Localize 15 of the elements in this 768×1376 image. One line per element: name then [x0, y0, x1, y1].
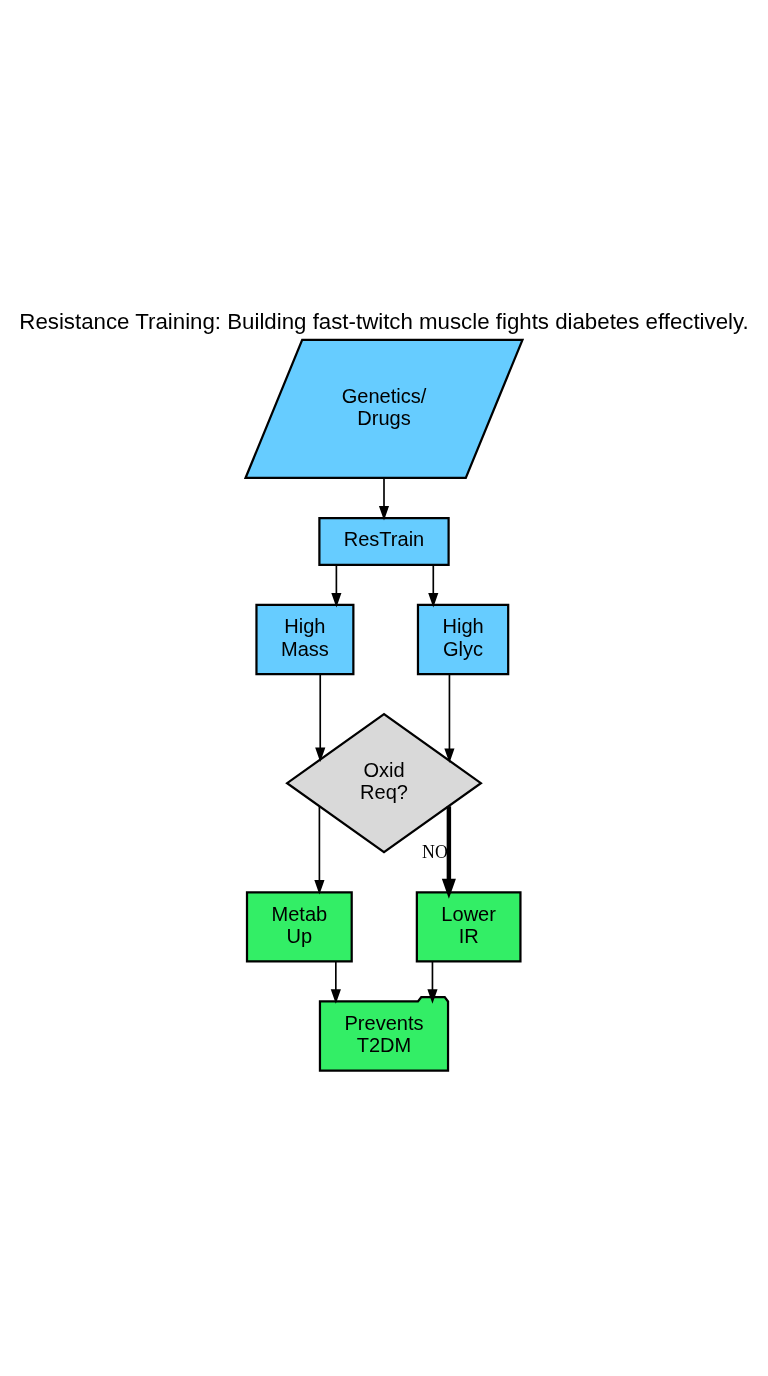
node-box: High Mass — [255, 603, 355, 675]
arrow — [378, 476, 390, 520]
node-box: ResTrain — [318, 516, 450, 566]
arrow — [330, 960, 341, 1004]
arrow — [444, 672, 455, 763]
arrow — [331, 563, 342, 607]
arrow — [441, 805, 456, 899]
node-box: Lower IR — [415, 890, 522, 962]
node-box: Metab Up — [245, 890, 353, 962]
arrow — [314, 804, 325, 895]
arrow — [428, 563, 439, 607]
node-box: High Glyc — [416, 603, 510, 675]
arrow — [427, 960, 438, 1004]
arrow — [315, 672, 326, 762]
diagram-title: Resistance Training: Building fast-twitch muscle fights diabetes effectively. — [19, 308, 749, 334]
